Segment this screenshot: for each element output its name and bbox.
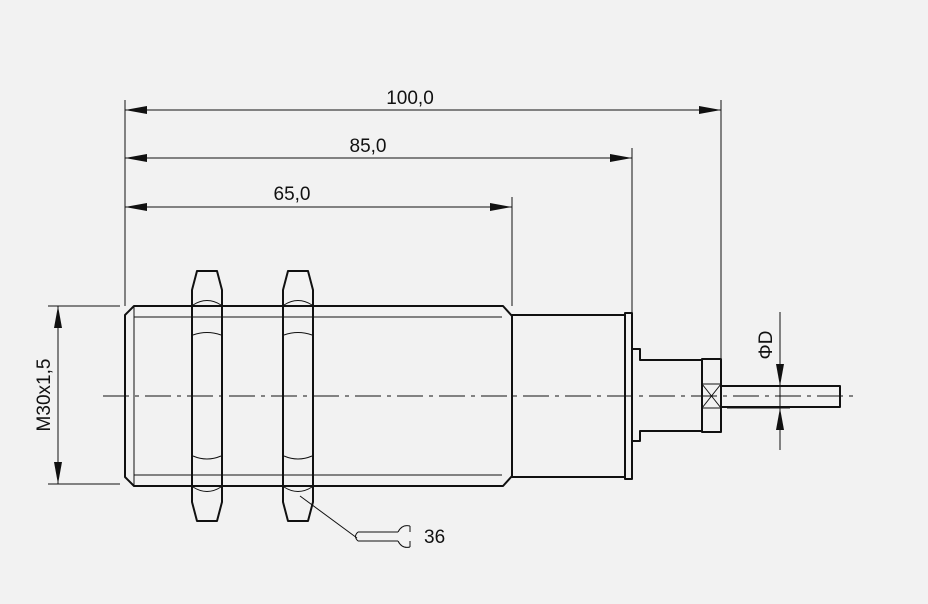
mounting-nut-2 xyxy=(282,270,314,522)
wrench-callout: 36 xyxy=(299,495,445,548)
body-length-label: 85,0 xyxy=(350,136,387,157)
cable xyxy=(721,385,841,408)
mounting-nut-1 xyxy=(191,270,223,522)
cable-diameter-label: ΦD xyxy=(756,331,777,360)
dimension-overall-length: 100,0 xyxy=(125,88,721,114)
overall-length-label: 100,0 xyxy=(386,88,434,109)
wrench-size-label: 36 xyxy=(424,527,445,548)
dimension-body-length: 85,0 xyxy=(125,136,632,162)
cable-gland xyxy=(631,348,722,442)
dimension-thread-length: 65,0 xyxy=(125,184,512,211)
thread-size-label: M30x1,5 xyxy=(34,359,55,432)
thread-length-label: 65,0 xyxy=(274,184,311,205)
dimension-cable-diameter: ΦD xyxy=(727,312,790,450)
wrench-icon xyxy=(355,525,411,548)
extension-lines xyxy=(48,100,722,485)
dimension-thread-diameter: M30x1,5 xyxy=(34,306,62,484)
threaded-body xyxy=(124,305,513,487)
